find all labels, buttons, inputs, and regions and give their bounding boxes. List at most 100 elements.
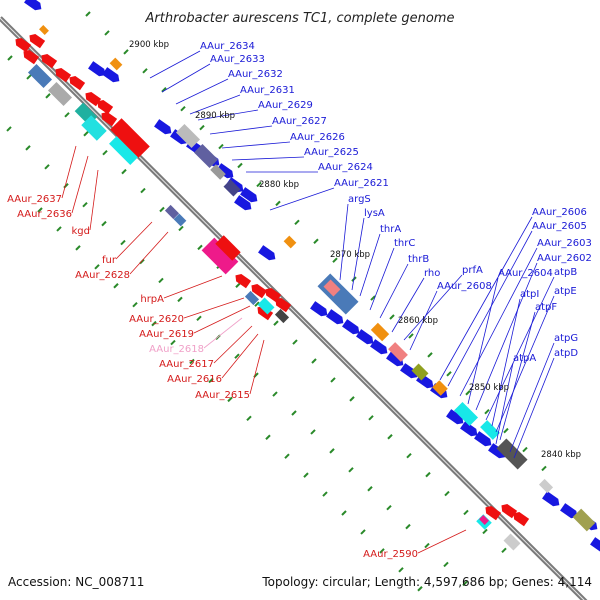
genome-backbone [0, 16, 588, 600]
reverse-gene-arrow [513, 512, 530, 527]
tick-dash [101, 220, 107, 227]
reverse-gene-arrow [485, 506, 502, 521]
tick-dash [139, 258, 145, 265]
tick-dash [235, 282, 241, 288]
tick-dash [208, 377, 214, 384]
leader-line [359, 233, 381, 297]
leader-line [203, 317, 243, 349]
reverse-gene-arrow [101, 112, 118, 127]
leader-line [369, 247, 395, 311]
gene-label: lysA [364, 208, 385, 219]
forward-gene-arrow [234, 195, 252, 211]
tick-dash [446, 371, 452, 377]
gene-label: AAur_2603 [537, 238, 592, 249]
tick-dash [25, 145, 31, 151]
tick-dash [170, 339, 176, 346]
tick-dash [64, 112, 70, 118]
gene-block [283, 235, 297, 249]
gene-label: atpF [535, 302, 557, 313]
leader-line [495, 362, 514, 445]
label-leader-lines [61, 50, 555, 554]
gene-block [480, 420, 500, 440]
gene-label: AAur_2619 [139, 329, 194, 340]
tick-dash [85, 11, 91, 17]
tick-dash [44, 164, 50, 170]
leader-line [213, 325, 253, 364]
gene-label: AAur_2632 [228, 69, 283, 80]
forward-gene-arrow [102, 67, 120, 83]
gene-block [479, 515, 489, 525]
forward-gene-arrow [560, 503, 578, 519]
tick-dash [7, 55, 13, 61]
leader-line [467, 277, 499, 405]
tick-dash [159, 206, 165, 213]
tick-dash [275, 200, 281, 207]
tick-dash [234, 353, 240, 359]
leader-line [513, 357, 555, 459]
leader-line [499, 311, 536, 441]
leader-line [491, 298, 521, 427]
gene-label: AAur_2631 [240, 85, 295, 96]
gene-label: AAur_2604 [498, 268, 553, 279]
tick-dash [294, 219, 300, 226]
gene-label: AAur_2608 [437, 281, 492, 292]
tick-dash [386, 504, 392, 511]
gene-label: AAur_2616 [167, 374, 222, 385]
reverse-gene-arrow [55, 68, 72, 83]
leader-line [447, 230, 533, 387]
forward-gene-arrow [542, 491, 560, 507]
reverse-gene-arrow [265, 288, 282, 303]
tick-dash [389, 314, 395, 320]
kbp-label: 2840 kbp [541, 450, 581, 460]
tick-dash [142, 68, 148, 74]
forward-gene-arrow [386, 351, 404, 367]
tick-dash [161, 87, 167, 93]
gene-block [496, 438, 528, 470]
leader-line [391, 277, 425, 333]
leader-line [61, 145, 77, 199]
gene-label: atpE [554, 286, 577, 297]
tick-dash [102, 149, 108, 156]
accession-text: Accession: NC_008711 [8, 575, 145, 589]
leader-line [71, 155, 89, 214]
reverse-gene-arrow [97, 100, 114, 115]
forward-gene-arrow [356, 329, 374, 345]
tick-dash [197, 244, 203, 251]
tick-dash [123, 49, 129, 55]
gene-block [323, 279, 341, 297]
reverse-gene-arrow [275, 298, 292, 313]
tick-dash [291, 410, 297, 416]
tick-dash [237, 162, 243, 169]
forward-gene-arrow [590, 537, 600, 553]
tick-dash [254, 301, 260, 307]
tick-dash [256, 181, 262, 188]
gene-block [175, 123, 201, 149]
forward-gene-arrow [154, 119, 172, 135]
leader-line [197, 109, 259, 121]
tick-dash [37, 207, 43, 213]
forward-gene-arrow [326, 309, 344, 325]
gene-block [538, 478, 554, 494]
tick-dash [406, 452, 412, 459]
tick-dash [348, 467, 354, 473]
forward-gene-arrow [488, 443, 506, 459]
gene-label: AAur_2615 [195, 390, 250, 401]
leader-line [231, 156, 305, 161]
tick-dash [322, 491, 328, 497]
leader-line [485, 276, 555, 421]
forward-gene-arrow [342, 319, 360, 335]
tick-dash [360, 529, 366, 535]
tick-dash [462, 580, 468, 587]
forward-gene-arrow [446, 409, 464, 425]
gene-label: AAur_2590 [363, 549, 418, 560]
leader-line [193, 305, 251, 334]
leader-line [221, 333, 259, 379]
gene-label: AAur_2625 [304, 147, 359, 158]
tick-dash [424, 542, 430, 549]
reverse-gene-arrow [15, 38, 32, 53]
tick-dash [522, 446, 528, 453]
gene-block [274, 308, 290, 324]
gene-block [47, 81, 73, 107]
leader-line [417, 529, 467, 554]
